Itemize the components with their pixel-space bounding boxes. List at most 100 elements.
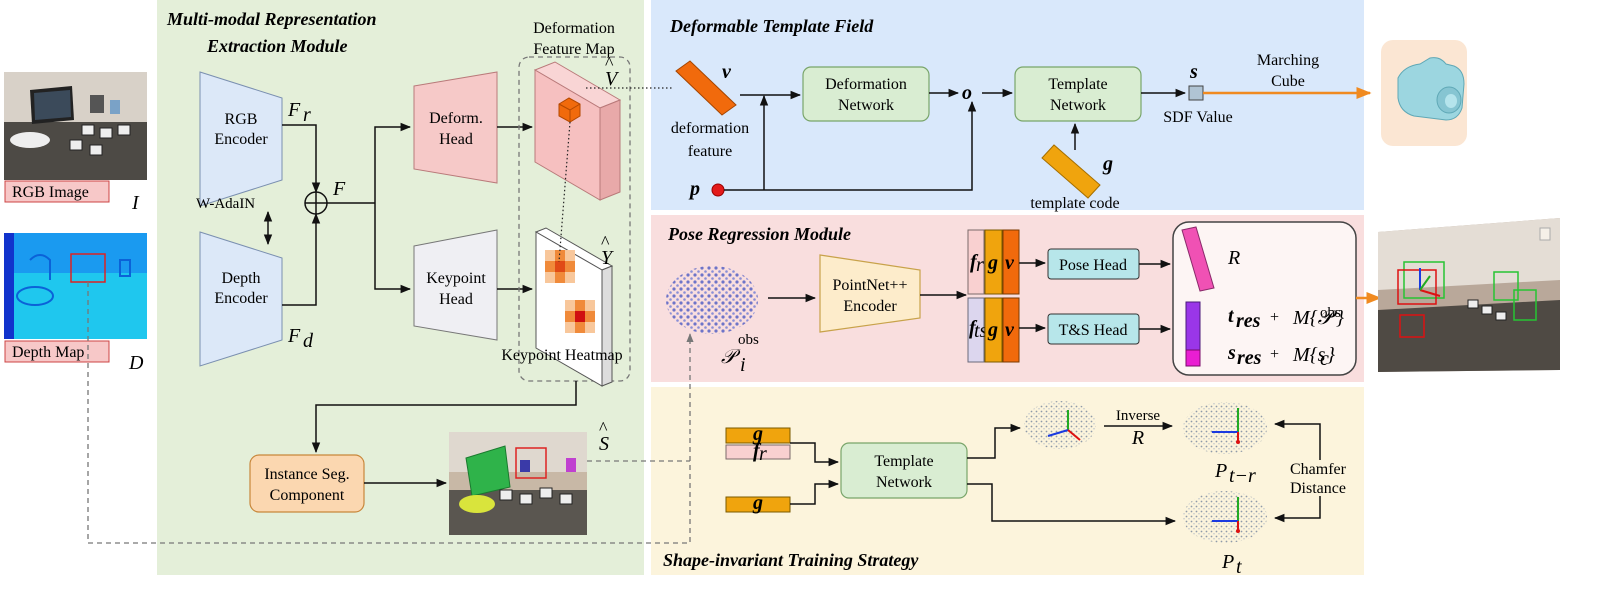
marching-cube-label-2: Cube	[1271, 73, 1305, 90]
query-point	[711, 183, 725, 197]
instance-seg-label-1: Instance Seg.	[264, 466, 349, 483]
pointnet-encoder	[819, 254, 921, 333]
pose-feature-g2	[984, 297, 1003, 363]
f-to-deform-head-arrow	[374, 122, 412, 203]
rgb-encoder-label-1: RGB	[225, 111, 258, 128]
m-pobs: M{𝒫	[1292, 307, 1338, 329]
g-symbol: g	[1102, 153, 1113, 175]
pose-feature-fr	[967, 229, 985, 295]
template-network-label-2: Network	[1050, 97, 1106, 114]
s-res-symbol: s	[1227, 342, 1236, 364]
y-hat-symbol: Y	[601, 247, 614, 269]
rotation-symbol: R	[1227, 247, 1240, 269]
shape-fr-bar	[725, 444, 791, 460]
scale-bar	[1185, 349, 1201, 367]
extraction-title-line1: Multi-modal Representation	[166, 9, 377, 29]
inverse-label: Inverse	[1116, 408, 1160, 424]
s-hat-accent: ^	[599, 418, 608, 438]
pose-fr-subscript: r	[976, 254, 984, 276]
pose-title: Pose Regression Module	[667, 224, 851, 244]
template-network	[1014, 66, 1142, 122]
shape-title: Shape-invariant Training Strategy	[663, 550, 919, 570]
f-to-keypoint-head-arrow	[374, 203, 412, 294]
chamfer-bracket-top	[1273, 419, 1321, 460]
pose-v-symbol: v	[1005, 252, 1015, 274]
deformation-feature-label-2: feature	[688, 143, 732, 160]
keypoint-head-label-1: Keypoint	[426, 270, 486, 287]
p-symbol: p	[688, 178, 700, 200]
s-hat-symbol: S	[599, 433, 609, 455]
deformation-feature-label-1: deformation	[671, 120, 749, 137]
fr-subscript: r	[303, 104, 311, 126]
fd-symbol: F	[287, 325, 301, 347]
deformation-feature-bar	[675, 60, 737, 116]
instance-seg-label-2: Component	[270, 487, 345, 504]
deformation-feature-map	[533, 61, 622, 201]
s-res-subscript: res	[1237, 347, 1262, 369]
deformation-feature-map-label-2: Feature Map	[533, 41, 614, 58]
depth-encoder	[199, 231, 283, 367]
t-res-subscript: res	[1236, 310, 1261, 332]
p-tr-subscript: t−r	[1229, 465, 1256, 487]
shape-fr-symbol: f	[753, 440, 762, 462]
pose-feature-v2	[1002, 297, 1020, 363]
template-field-panel	[651, 0, 1364, 210]
template-field-title: Deformable Template Field	[669, 16, 874, 36]
shape-template-network-label-1: Template	[874, 453, 933, 470]
m-sc: M{s	[1292, 344, 1326, 366]
m-pobs-close: }	[1336, 307, 1344, 329]
s-plus: +	[1270, 346, 1279, 363]
depth-map-label-box	[4, 340, 110, 363]
deformation-network-label-2: Network	[838, 97, 894, 114]
rgb-encoder-label-2: Encoder	[214, 131, 268, 148]
chamfer-label-2: Distance	[1290, 480, 1346, 497]
pose-fts-symbol: f	[969, 317, 978, 339]
m-sc-subscript: c	[1320, 348, 1329, 370]
deform-head-label-2: Head	[439, 131, 473, 148]
rotated-point-cloud	[1024, 401, 1096, 449]
v-hat-symbol: V	[605, 68, 620, 90]
extraction-title-line2: Extraction Module	[206, 36, 348, 56]
rgb-encoder	[199, 71, 283, 207]
fd-subscript: d	[303, 330, 314, 352]
y-hat-accent: ^	[601, 232, 610, 252]
t-plus: +	[1270, 309, 1279, 326]
wadain-label: W-AdaIN	[196, 196, 255, 212]
v-symbol: v	[722, 61, 732, 83]
rotation-bar	[1181, 226, 1215, 292]
o-symbol: o	[962, 82, 972, 104]
keypoint-head-label-2: Head	[439, 291, 473, 308]
pose-feature-fts	[967, 297, 985, 363]
template-network-label-1: Template	[1048, 76, 1107, 93]
deformation-network	[802, 66, 930, 122]
pose-result-image	[1378, 218, 1560, 372]
canonical-point-cloud-tr	[1183, 402, 1267, 454]
depth-encoder-label-1: Depth	[221, 270, 260, 287]
rgb-image-label-box	[4, 180, 110, 203]
shape-g-top-symbol: g	[752, 423, 763, 445]
pose-v2-symbol: v	[1005, 319, 1015, 341]
to-instance-seg-arrow	[311, 381, 577, 454]
shape-template-network-label-2: Network	[876, 474, 932, 491]
observed-point-cloud	[666, 266, 758, 334]
depth-map-symbol: D	[128, 352, 144, 374]
sdf-value-box	[1188, 85, 1204, 101]
ts-head-label: T&S Head	[1059, 322, 1128, 339]
pointnet-label-1: PointNet++	[833, 277, 908, 294]
pose-feature-v	[1002, 229, 1020, 295]
p-tr-symbol: P	[1214, 460, 1227, 482]
chamfer-label-1: Chamfer	[1290, 461, 1347, 478]
pose-head-label: Pose Head	[1059, 257, 1127, 274]
inverse-r-label: R	[1131, 427, 1144, 449]
keypoint-head	[413, 229, 498, 341]
sdf-value-label: SDF Value	[1163, 109, 1233, 126]
m-sc-close: }	[1327, 344, 1335, 366]
fr-to-sum-arrow	[282, 124, 321, 194]
keypoint-heatmap	[534, 227, 614, 387]
rgb-image-symbol: I	[131, 192, 140, 214]
shape-fr-subscript: r	[759, 443, 767, 465]
rgb-image-label: RGB Image	[12, 184, 89, 201]
template-code-bar	[1041, 144, 1101, 199]
deform-head-label-1: Deform.	[429, 110, 483, 127]
